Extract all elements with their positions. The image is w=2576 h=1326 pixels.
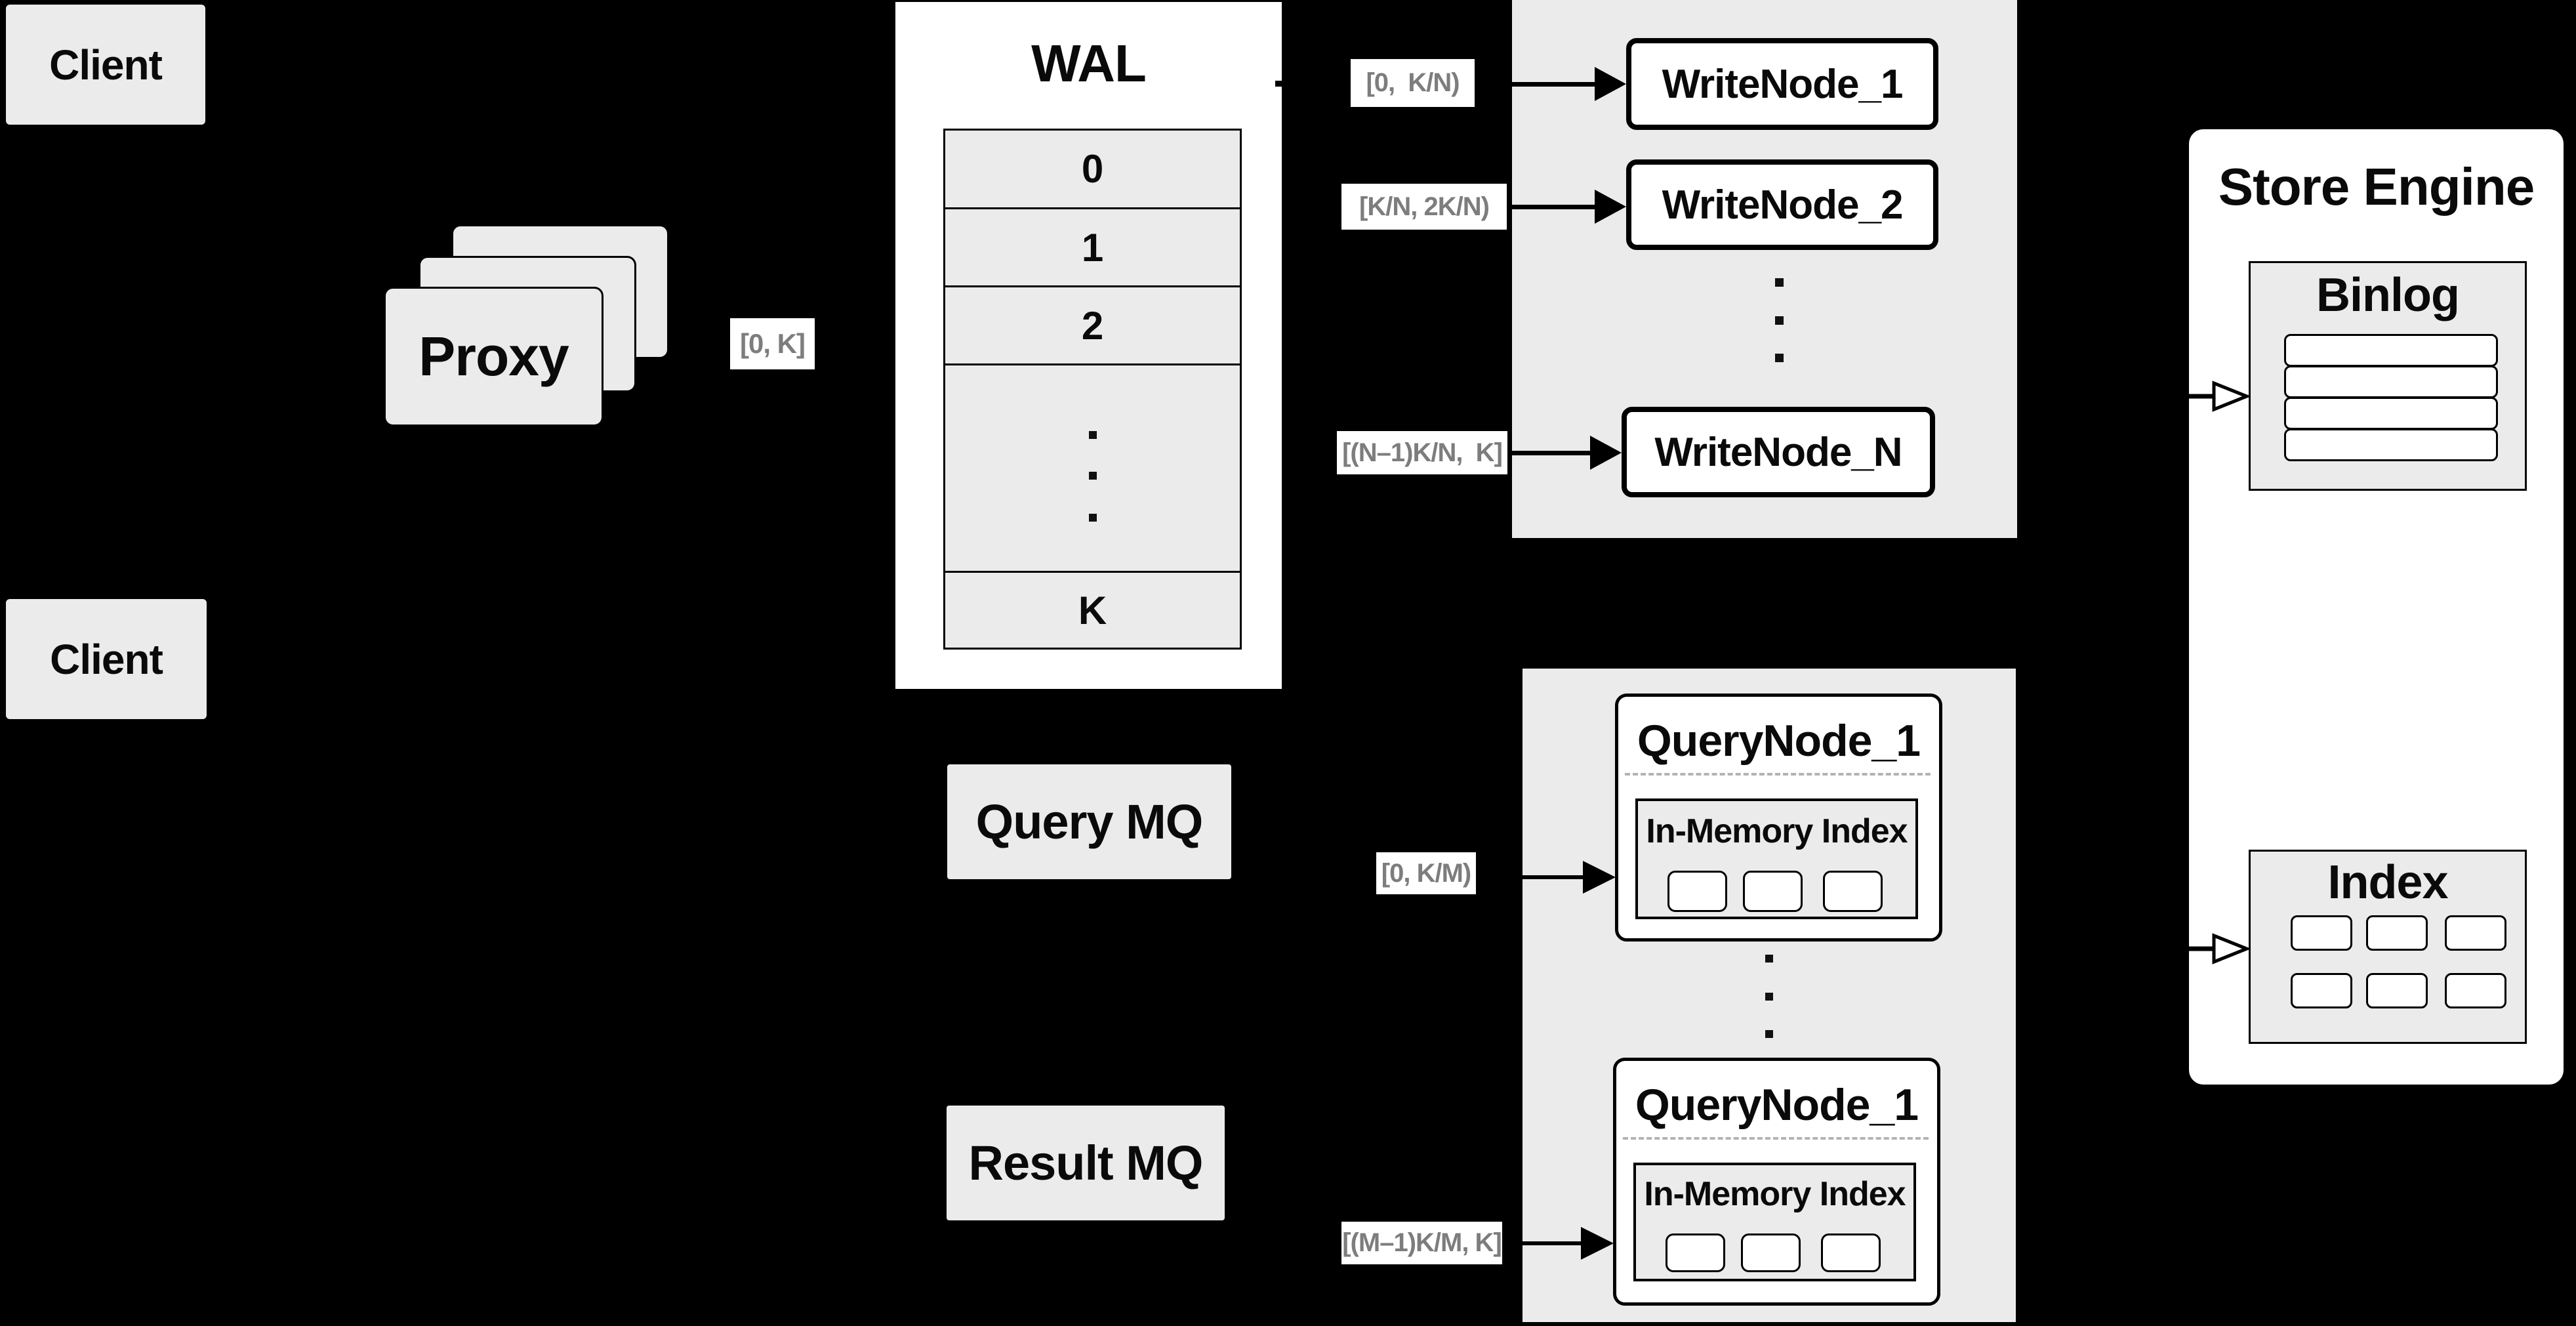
ellipsis-dot-icon [1765, 955, 1773, 963]
index-cell [2291, 973, 2352, 1008]
binlog-box: Binlog [2249, 261, 2527, 491]
query-node-group: QueryNode_1 In-Memory Index QueryNode_1 … [1523, 669, 2016, 1322]
index-box: Index [2249, 850, 2527, 1044]
index-segment-cell [1821, 1233, 1881, 1272]
index-segment-cell [1741, 1233, 1801, 1272]
arrowhead-icon [1595, 67, 1626, 101]
in-memory-index-box: In-Memory Index [1633, 1163, 1916, 1281]
write-node-group: WriteNode_1 WriteNode_2 WriteNode_N [1512, 0, 2017, 538]
result-mq-label: Result MQ [968, 1136, 1204, 1190]
ellipsis-dot-icon [1775, 278, 1784, 287]
result-mq-box: Result MQ [947, 1106, 1225, 1220]
arrowhead-icon [1595, 190, 1626, 224]
wal-segment-k: K [945, 571, 1240, 648]
wal-segment-ellipsis [945, 363, 1240, 571]
arrowhead-icon [1581, 1227, 1614, 1260]
index-cell [2366, 973, 2428, 1008]
arrow-to-writenode-2 [1507, 205, 1596, 209]
write-node-n-box: WriteNode_N [1622, 407, 1935, 497]
wal-panel: WAL 0 1 2 K [895, 2, 1284, 689]
write-node-n-label: WriteNode_N [1654, 429, 1902, 475]
arrow-to-querynode-1 [1476, 875, 1583, 879]
binlog-title: Binlog [2316, 269, 2460, 321]
index-cell [2366, 915, 2428, 951]
store-engine-title: Store Engine [2218, 157, 2535, 216]
write-node-1-label: WriteNode_1 [1662, 61, 1904, 107]
client-bottom-box: Client [6, 599, 207, 719]
wal-segment-0: 0 [945, 131, 1240, 207]
ellipsis-dot-icon [1088, 514, 1097, 522]
store-engine-panel: Store Engine Binlog Index [2189, 129, 2564, 1085]
ellipsis-dot-icon [1088, 472, 1097, 480]
ellipsis-dot-icon [1765, 1030, 1773, 1038]
open-arrow-icon-binlog [2189, 381, 2249, 412]
client-top-box: Client [6, 5, 205, 125]
index-segment-cell [1666, 1233, 1725, 1272]
binlog-row [2284, 428, 2498, 461]
query-node-m-box: QueryNode_1 In-Memory Index [1613, 1058, 1940, 1306]
wal-segment-2: 2 [945, 285, 1240, 363]
query-node-1-box: QueryNode_1 In-Memory Index [1615, 694, 1942, 942]
proxy-box: Proxy [384, 287, 603, 426]
range-label-proxy-out: [0, K] [730, 318, 815, 369]
proxy-label: Proxy [419, 325, 569, 387]
wal-title: WAL [1031, 34, 1147, 93]
arrowhead-icon [1583, 861, 1616, 894]
range-label-query-m: [(M–1)K/M, K] [1341, 1222, 1502, 1264]
binlog-row [2284, 365, 2498, 398]
binlog-row [2284, 334, 2498, 367]
index-cell [2291, 915, 2352, 951]
write-node-2-label: WriteNode_2 [1662, 182, 1904, 228]
in-memory-index-title: In-Memory Index [1646, 812, 1908, 850]
ellipsis-dot-icon [1775, 316, 1784, 325]
index-segment-cell [1667, 871, 1727, 912]
index-title: Index [2327, 856, 2448, 909]
ellipsis-dot-icon [1765, 993, 1773, 1001]
query-node-1-title: QueryNode_1 [1637, 716, 1921, 766]
index-cell [2445, 915, 2506, 951]
wal-segment-1: 1 [945, 207, 1240, 285]
range-label-write-1: [0, K/N) [1351, 59, 1475, 107]
dashed-divider [1623, 1137, 1929, 1140]
arrowhead-icon [1590, 436, 1622, 470]
range-label-write-n: [(N–1)K/N, K] [1337, 431, 1507, 474]
binlog-row [2284, 397, 2498, 430]
client-top-label: Client [49, 41, 163, 89]
in-memory-index-box: In-Memory Index [1635, 798, 1918, 919]
write-node-1-box: WriteNode_1 [1626, 38, 1938, 130]
client-bottom-label: Client [50, 635, 163, 683]
ellipsis-dot-icon [1088, 431, 1097, 439]
dashed-divider [1625, 773, 1931, 776]
query-mq-label: Query MQ [975, 795, 1204, 849]
query-mq-box: Query MQ [947, 764, 1231, 879]
arrow-to-writenode-1 [1475, 82, 1596, 87]
index-cell [2445, 973, 2506, 1008]
query-node-m-title: QueryNode_1 [1635, 1080, 1919, 1130]
open-arrow-icon-index [2189, 933, 2249, 964]
wal-segment-table: 0 1 2 K [943, 129, 1242, 650]
in-memory-index-title: In-Memory Index [1644, 1175, 1906, 1213]
ellipsis-dot-icon [1775, 354, 1784, 362]
write-node-2-box: WriteNode_2 [1626, 159, 1938, 250]
wal-out-arrow-stub [1275, 81, 1284, 87]
index-segment-cell [1823, 871, 1883, 912]
range-label-write-2: [K/N, 2K/N) [1341, 184, 1507, 230]
index-segment-cell [1743, 871, 1803, 912]
arrow-to-writenode-n [1507, 451, 1591, 455]
arrow-to-querynode-m [1502, 1241, 1581, 1245]
range-label-query-1: [0, K/M) [1376, 852, 1476, 894]
